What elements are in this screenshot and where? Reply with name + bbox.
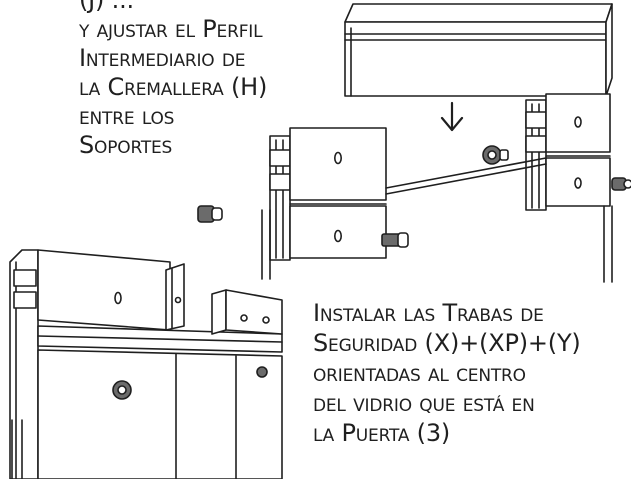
screw-icon — [611, 177, 631, 191]
instruction-line: Seguridad (X)+(XP)+(Y) — [313, 329, 581, 357]
instruction-line: Instalar las Trabas de — [313, 299, 544, 327]
support-bracket-right — [525, 93, 613, 283]
hole-icon — [574, 116, 582, 128]
instruction-line: Intermediario de — [79, 44, 246, 72]
safety-instruction: Instalar las Trabas de Seguridad (X)+(XP… — [313, 298, 629, 448]
screw-icon — [381, 232, 409, 248]
hole-icon — [333, 151, 342, 165]
instruction-line: del vidrio que está en — [313, 389, 535, 417]
instruction-line: Soportes — [79, 131, 173, 159]
instruction-line: (J) ... — [79, 0, 134, 14]
hole-icon — [333, 229, 342, 243]
instruction-line: y ajustar el Perfil — [79, 15, 263, 43]
instruction-line: la Cremallera (H) — [79, 73, 268, 101]
instruction-line: entre los — [79, 102, 175, 130]
door-assembly — [9, 249, 283, 479]
bolt-icon — [197, 205, 223, 223]
support-bracket-left — [261, 127, 387, 280]
safety-lock-left — [165, 263, 185, 331]
down-arrow-icon — [440, 101, 464, 132]
rack-profile-h — [344, 3, 613, 97]
bolt-icon — [482, 145, 509, 165]
instruction-line: orientadas al centro — [313, 359, 526, 387]
instruction-line: la Puerta (3) — [313, 419, 451, 447]
hole-icon — [574, 177, 582, 189]
step-instruction: (J) ... y ajustar el Perfil Intermediari… — [79, 0, 349, 160]
safety-lock-right — [211, 289, 283, 335]
hole-icon — [114, 291, 122, 305]
rail-section — [385, 157, 547, 195]
